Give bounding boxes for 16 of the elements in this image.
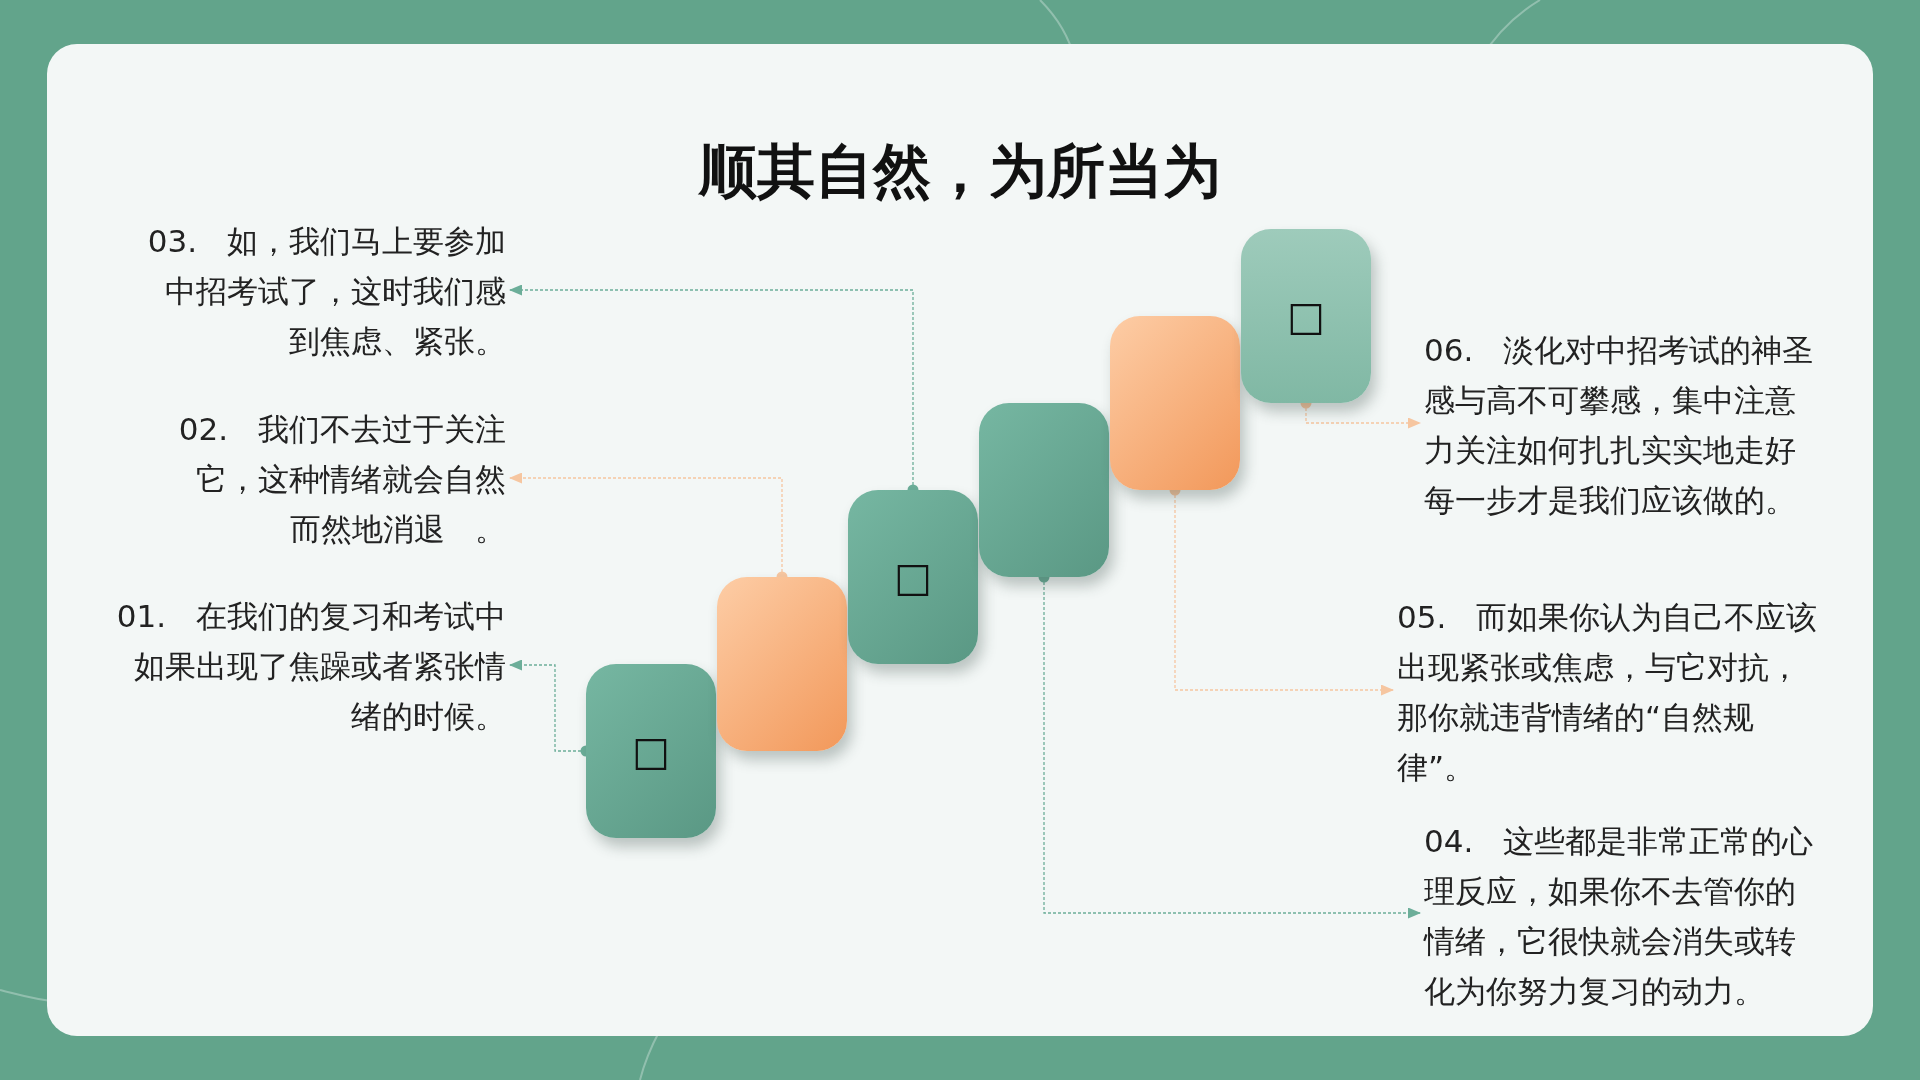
step-description: 03. 如，我们马上要参加中招考试了，这时我们感到焦虑、紧张。: [144, 216, 506, 366]
step-block: [1110, 316, 1240, 490]
placeholder-glyph: □: [632, 731, 670, 771]
step-block: [586, 664, 716, 838]
step-description: 02. 我们不去过于关注它，这种情绪就会自然而然地消退 。: [173, 404, 506, 554]
step-block: [717, 577, 847, 751]
step-description: 04. 这些都是非常正常的心理反应，如果你不去管你的情绪，它很快就会消失或转化为你努力复习的动力。: [1424, 816, 1819, 1016]
placeholder-glyph: □: [1287, 296, 1325, 336]
step-description: 05. 而如果你认为自己不应该出现紧张或焦虑，与它对抗，那你就违背情绪的“自然规律”。: [1397, 592, 1822, 792]
placeholder-glyph: □: [894, 557, 932, 597]
step-block: [979, 403, 1109, 577]
step-description: 06. 淡化对中招考试的神圣感与高不可攀感，集中注意力关注如何扎扎实实地走好每一步才是我们应该做的。: [1424, 325, 1819, 525]
title: 顺其自然，为所当为: [699, 136, 1221, 207]
step-block: [1241, 229, 1371, 403]
step-description: 01. 在我们的复习和考试中如果出现了焦躁或者紧张情绪的时候。: [114, 591, 506, 741]
step-block: [848, 490, 978, 664]
